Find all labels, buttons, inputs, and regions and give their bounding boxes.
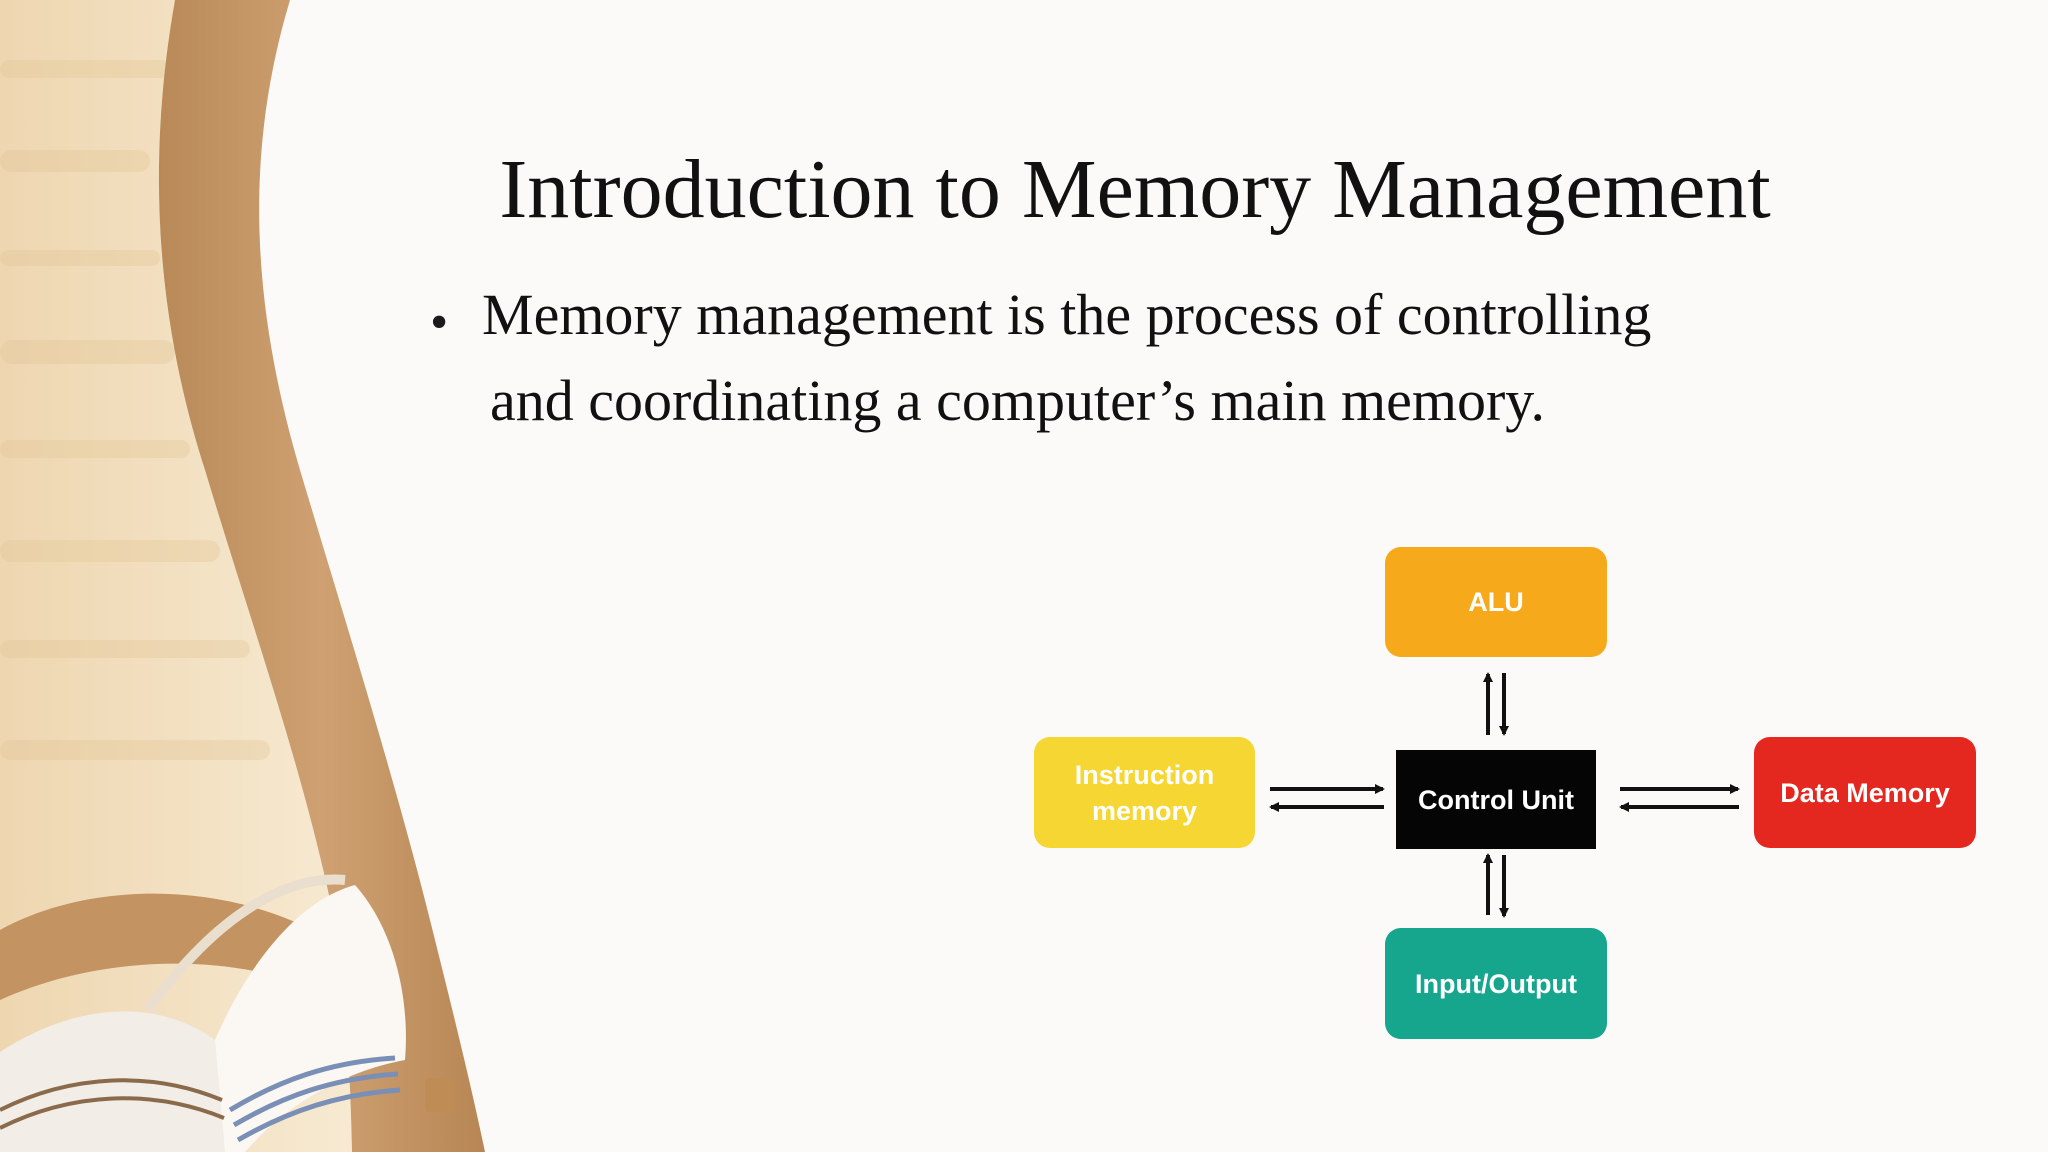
arrow-control-data — [1619, 784, 1740, 812]
cpu-diagram: ALU Instruction memory Control Unit Data… — [1000, 530, 2010, 1060]
parchment-panel — [0, 0, 352, 1152]
arrow-control-io — [1483, 853, 1509, 918]
arrow-alu-control — [1483, 672, 1509, 736]
control-unit-box: Control Unit — [1396, 750, 1596, 849]
instruction-memory-label: Instruction memory — [1074, 759, 1215, 826]
control-unit-label: Control Unit — [1418, 784, 1574, 815]
data-memory-box: Data Memory — [1754, 737, 1976, 848]
parchment-streaks — [0, 60, 270, 760]
scroll-arc — [0, 893, 360, 1010]
input-output-label: Input/Output — [1415, 968, 1577, 999]
open-book-icon — [0, 874, 455, 1152]
bullet-text-line-1: Memory management is the process of cont… — [482, 282, 1652, 347]
data-memory-label: Data Memory — [1780, 777, 1950, 808]
bullet-text-line-2: and coordinating a computer’s main memor… — [490, 368, 1545, 433]
bullet-marker: • — [430, 294, 449, 351]
alu-label: ALU — [1468, 587, 1524, 617]
slide-title: Introduction to Memory Management — [499, 143, 1771, 236]
input-output-box: Input/Output — [1385, 928, 1607, 1039]
scroll-band — [158, 0, 485, 1152]
arrow-instruction-control — [1269, 784, 1385, 812]
instruction-memory-box: Instruction memory — [1034, 737, 1255, 848]
diagram-arrows — [1269, 672, 1740, 918]
alu-box: ALU — [1385, 547, 1607, 657]
